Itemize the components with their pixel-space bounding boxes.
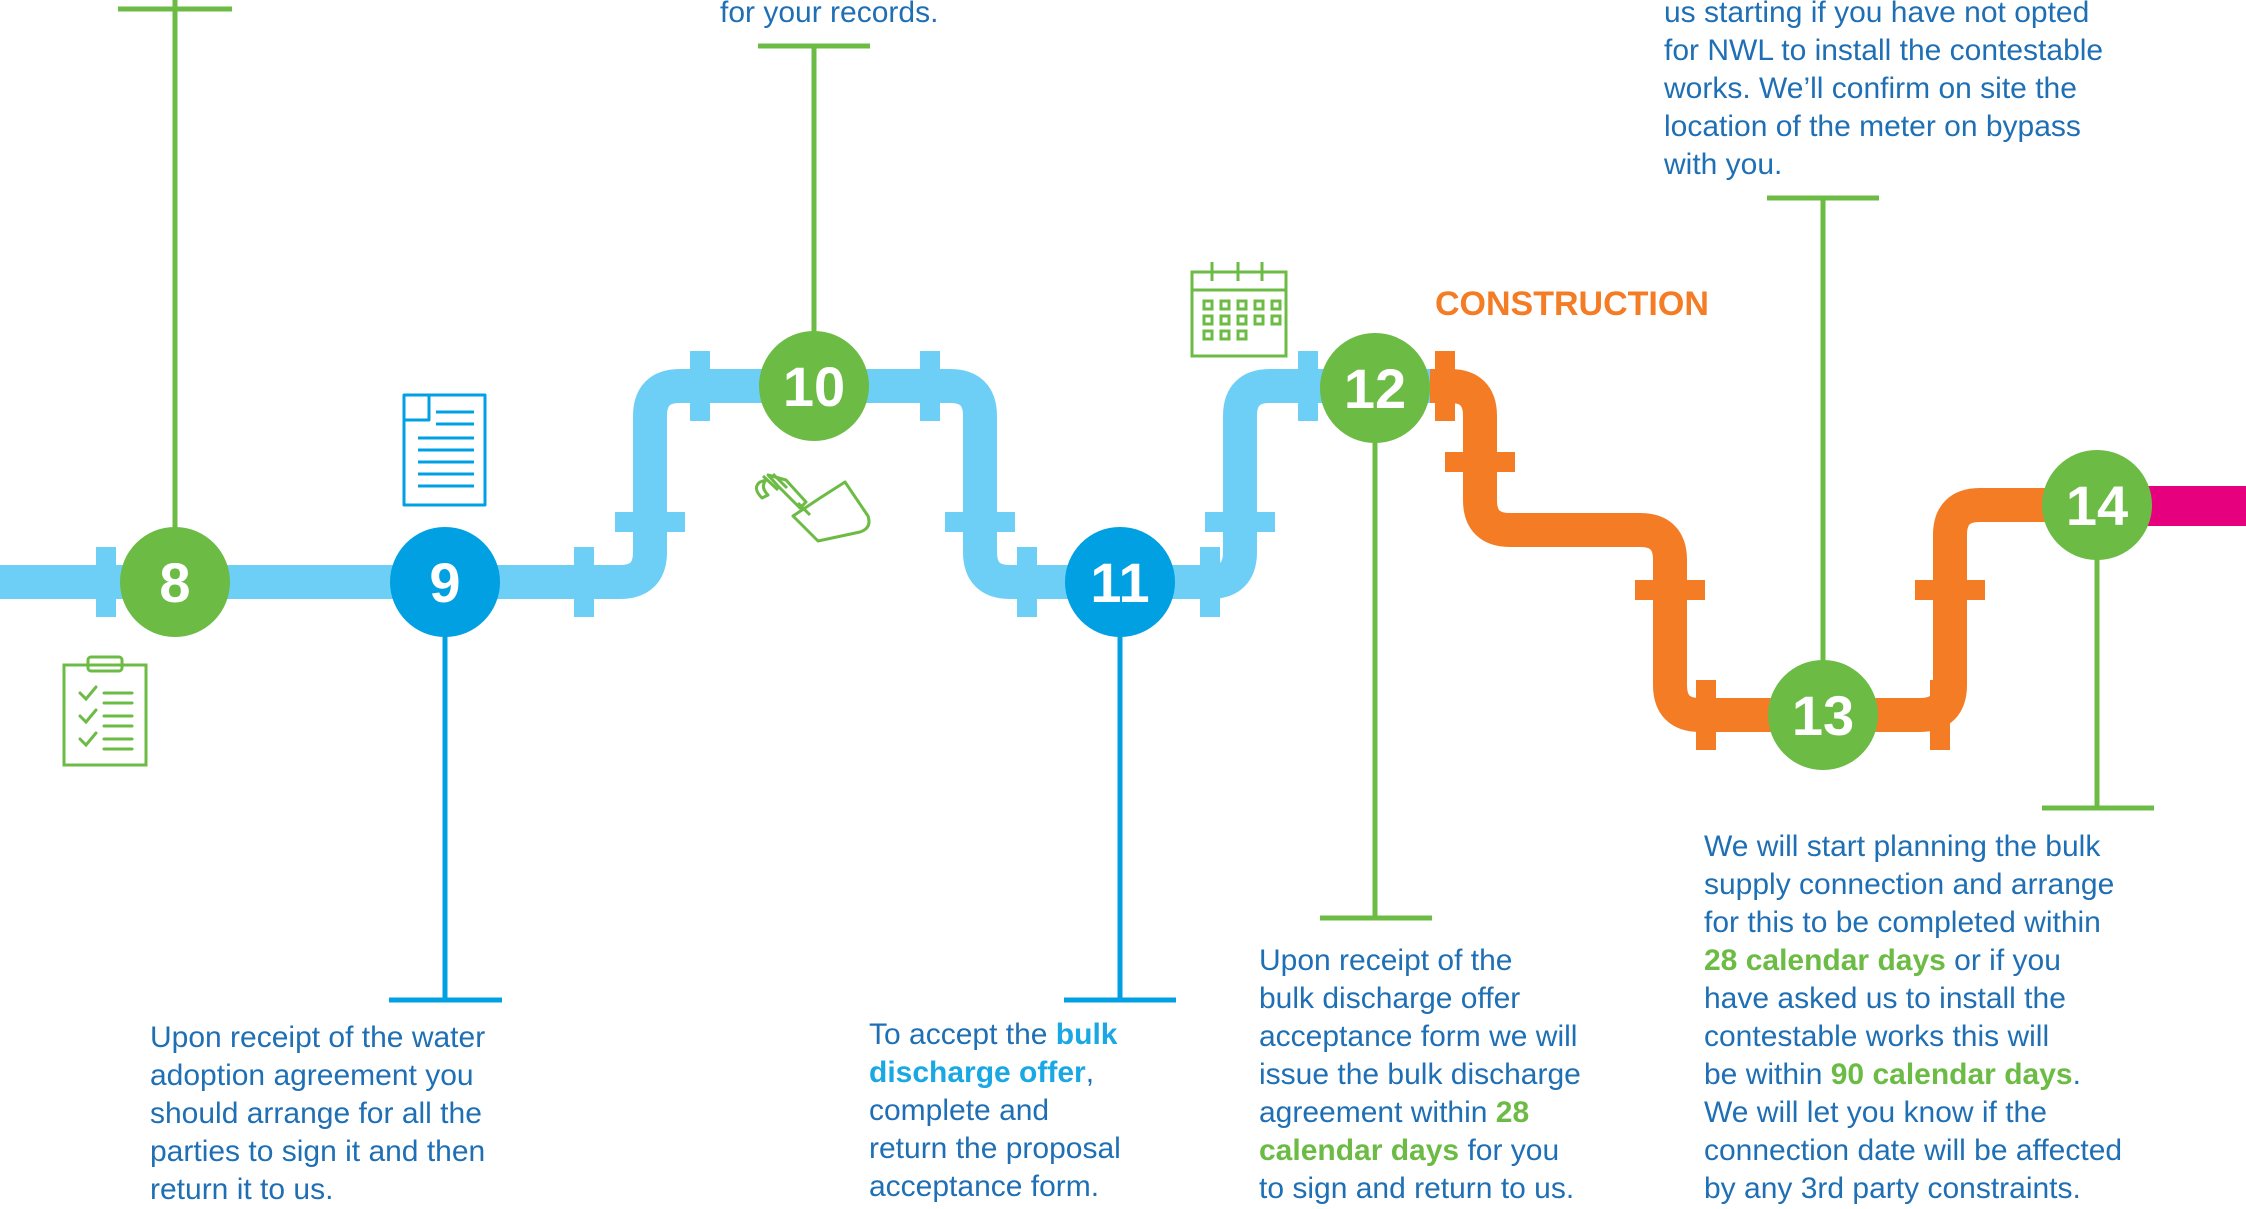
text-line: To accept the bulk bbox=[869, 1018, 1118, 1051]
checklist-icon bbox=[62, 655, 148, 767]
step-14: 14 bbox=[2042, 450, 2152, 560]
step-10: 10 bbox=[759, 331, 869, 441]
orange-pipe-joints bbox=[1435, 351, 1985, 750]
text-line: be within 90 calendar days. bbox=[1704, 1058, 2081, 1091]
highlight-90-calendar-days: 90 calendar days bbox=[1830, 1058, 2073, 1091]
text-line: contestable works this will bbox=[1704, 1020, 2050, 1053]
text-line: issue the bulk discharge bbox=[1259, 1058, 1581, 1091]
step-number: 14 bbox=[2066, 474, 2128, 537]
text-line: to sign and return to us. bbox=[1259, 1172, 1575, 1205]
text-line: discharge offer, bbox=[869, 1056, 1095, 1089]
step12-description: Upon receipt of the bulk discharge offer… bbox=[1259, 942, 1581, 1208]
text-line: parties to sign it and then bbox=[150, 1135, 486, 1168]
text-line: with you. bbox=[1664, 148, 1783, 181]
text-line: bulk discharge offer bbox=[1259, 982, 1521, 1015]
step-number: 8 bbox=[159, 551, 190, 614]
blue-pipe-joints bbox=[96, 351, 1318, 617]
text-line: by any 3rd party constraints. bbox=[1704, 1172, 2081, 1205]
text-line: have asked us to install the bbox=[1704, 982, 2066, 1015]
text-line: supply connection and arrange bbox=[1704, 868, 2115, 901]
step-number: 12 bbox=[1344, 357, 1406, 420]
highlight-calendar-days: calendar days bbox=[1259, 1134, 1460, 1167]
step-number: 9 bbox=[429, 551, 460, 614]
text-line: for NWL to install the contestable bbox=[1664, 34, 2104, 67]
text-line: for this to be completed within bbox=[1704, 906, 2101, 939]
connector-lines bbox=[118, 0, 2154, 1003]
text-line: return it to us. bbox=[150, 1173, 334, 1206]
step-9: 9 bbox=[390, 527, 500, 637]
highlight-28: 28 bbox=[1495, 1096, 1530, 1129]
step-number: 11 bbox=[1090, 551, 1149, 614]
text-line: adoption agreement you bbox=[150, 1059, 474, 1092]
text-line: should arrange for all the bbox=[150, 1097, 482, 1130]
highlight-28-calendar-days: 28 calendar days bbox=[1704, 944, 1946, 977]
step10-top-text: for your records. bbox=[720, 0, 939, 29]
step-12: 12 bbox=[1320, 333, 1430, 443]
text-line: location of the meter on bypass bbox=[1664, 110, 2081, 143]
step-8: 8 bbox=[120, 527, 230, 637]
step13-description: us starting if you have not opted for NW… bbox=[1664, 0, 2103, 184]
shovel-icon bbox=[755, 472, 871, 543]
text-line: connection date will be affected bbox=[1704, 1134, 2123, 1167]
stage-label-construction: CONSTRUCTION bbox=[1435, 285, 1709, 323]
step-11: 11 bbox=[1065, 527, 1175, 637]
text-line: Upon receipt of the bbox=[1259, 944, 1513, 977]
step9-description: Upon receipt of the water adoption agree… bbox=[150, 1019, 485, 1209]
text-line: Upon receipt of the water bbox=[150, 1021, 486, 1054]
text-line: 28 calendar days or if you bbox=[1704, 944, 2061, 977]
document-icon bbox=[402, 393, 487, 507]
text-line: We will start planning the bulk bbox=[1704, 830, 2101, 863]
step-number: 10 bbox=[783, 355, 845, 418]
step-number: 13 bbox=[1792, 684, 1854, 747]
orange-pipe bbox=[1430, 369, 2080, 732]
highlight-discharge-offer: discharge offer bbox=[869, 1056, 1086, 1089]
text-line: complete and bbox=[869, 1094, 1050, 1127]
text-line: We will let you know if the bbox=[1704, 1096, 2047, 1129]
text-line: return the proposal bbox=[869, 1132, 1121, 1165]
text-line: acceptance form we will bbox=[1259, 1020, 1578, 1053]
step14-description: We will start planning the bulk supply c… bbox=[1704, 828, 2122, 1208]
highlight-bulk: bulk bbox=[1055, 1018, 1118, 1051]
text-line: acceptance form. bbox=[869, 1170, 1100, 1203]
calendar-icon bbox=[1190, 262, 1288, 358]
step11-description: To accept the bulk discharge offer, comp… bbox=[869, 1016, 1121, 1206]
text-line: calendar days for you bbox=[1259, 1134, 1560, 1167]
text-line: works. We’ll confirm on site the bbox=[1664, 72, 2077, 105]
text-line: agreement within 28 bbox=[1259, 1096, 1530, 1129]
text-line: us starting if you have not opted bbox=[1664, 0, 2090, 29]
step-13: 13 bbox=[1768, 660, 1878, 770]
